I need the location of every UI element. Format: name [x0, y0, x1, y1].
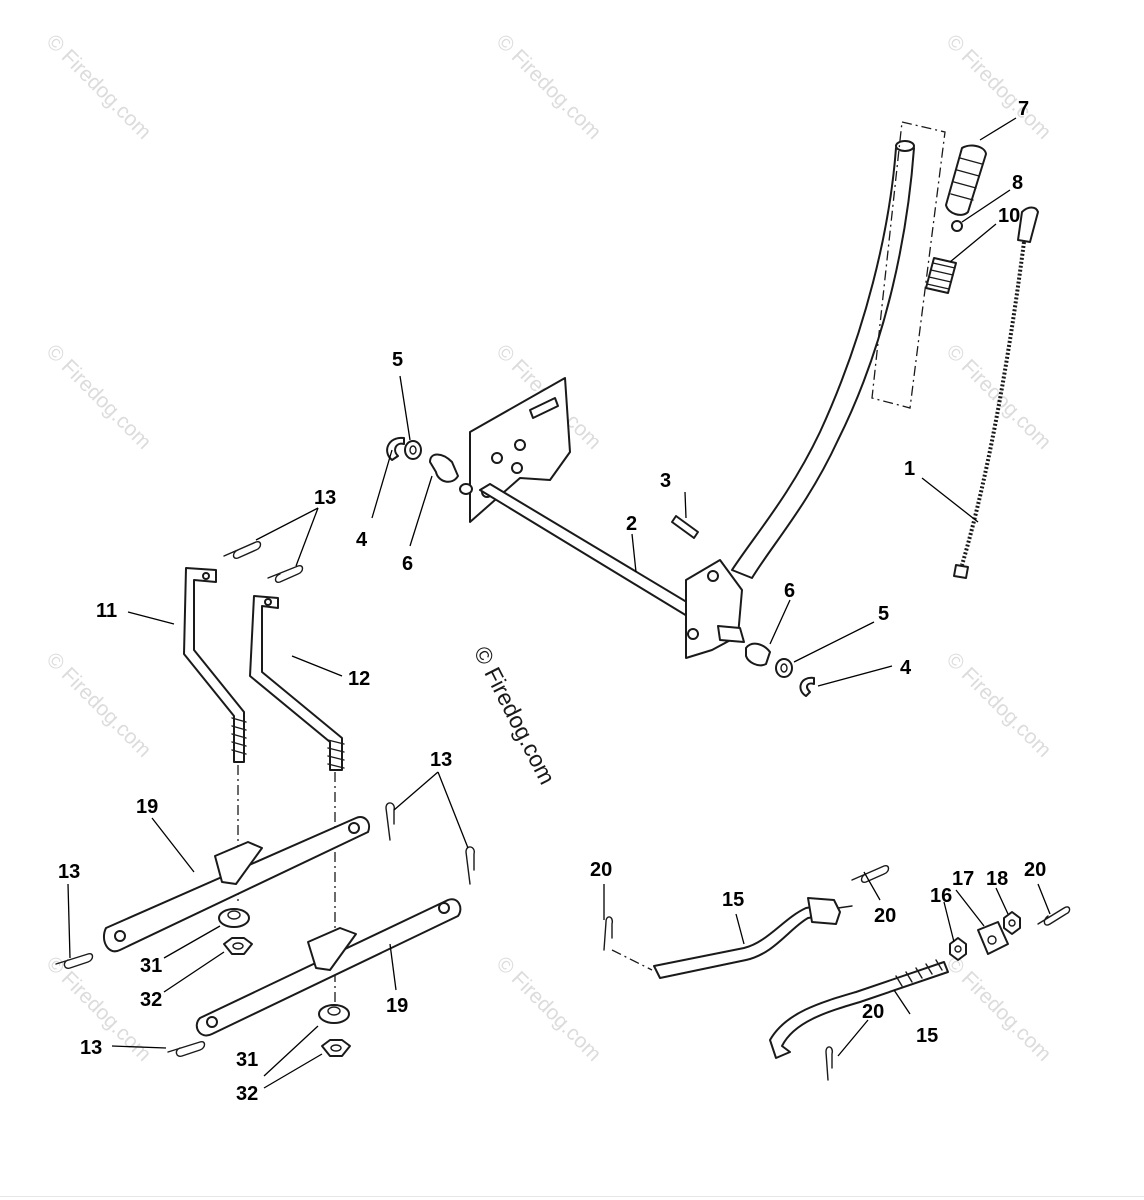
mounting-plate	[469, 377, 571, 523]
callout-label: 31	[140, 955, 162, 977]
bushing	[429, 453, 459, 483]
callout-label: 13	[80, 1037, 102, 1059]
callout-label: 20	[590, 859, 612, 881]
hair-pin	[851, 864, 890, 884]
callout-label: 5	[878, 603, 889, 625]
hair-pin	[385, 802, 395, 841]
hair-pin	[223, 540, 262, 560]
callout-label: 6	[402, 553, 413, 575]
lift-arm-upper	[102, 816, 370, 953]
lift-handle	[731, 121, 946, 579]
callout-label: 7	[1018, 98, 1029, 120]
callout-label: 20	[874, 905, 896, 927]
nut	[1003, 911, 1021, 935]
hair-pin	[55, 952, 94, 970]
callout-label: 2	[626, 513, 637, 535]
callout-label: 8	[1012, 172, 1023, 194]
callout-label: 32	[140, 989, 162, 1011]
right-bracket	[685, 559, 745, 659]
callout-label: 13	[58, 861, 80, 883]
callout-label: 17	[952, 868, 974, 890]
washer	[404, 440, 422, 460]
callout-label: 19	[386, 995, 408, 1017]
callout-label: 13	[430, 749, 452, 771]
callout-label: 4	[356, 529, 368, 551]
lift-link-11	[183, 567, 247, 763]
callout-label: 15	[722, 889, 744, 911]
hair-pin	[1037, 906, 1071, 926]
roll-pin	[671, 515, 699, 539]
callout-labels: 7 8 10 1 2 3 5 4 6 6 5 4 13 11 12 13 19 …	[58, 98, 1046, 1105]
callout-label: 31	[236, 1049, 258, 1071]
nut	[223, 937, 253, 955]
hair-pin	[465, 846, 475, 885]
callout-label: 15	[916, 1025, 938, 1047]
callout-label: 5	[392, 349, 403, 371]
grip-outline	[871, 121, 946, 409]
adjustment-block	[977, 921, 1009, 955]
callout-label: 13	[314, 487, 336, 509]
callout-label: 20	[1024, 859, 1046, 881]
hair-pin	[825, 1046, 834, 1081]
retaining-clip	[386, 436, 405, 461]
adjustment-rod-upper	[653, 897, 853, 979]
callout-label: 6	[784, 580, 795, 602]
hair-pin	[167, 1040, 206, 1058]
callout-label: 32	[236, 1083, 258, 1105]
hair-pin	[267, 564, 304, 584]
callout-label: 4	[900, 657, 912, 679]
handle-grip	[945, 144, 987, 216]
washer	[775, 658, 793, 678]
spacer	[218, 908, 250, 928]
hair-pin	[603, 916, 614, 951]
callout-label: 18	[986, 868, 1008, 890]
callout-label: 20	[862, 1001, 884, 1023]
retaining-clip	[799, 676, 815, 697]
nut	[321, 1039, 351, 1057]
callout-label: 3	[660, 470, 671, 492]
lift-arm-lower	[195, 898, 462, 1037]
spring	[925, 257, 957, 294]
lift-cable	[953, 206, 1039, 579]
spacer	[318, 1004, 350, 1024]
callout-label: 10	[998, 205, 1020, 227]
adjustment-rod-lower	[769, 959, 949, 1059]
bushing	[745, 642, 771, 667]
callout-label: 19	[136, 796, 158, 818]
button	[951, 220, 963, 232]
callout-label: 12	[348, 668, 370, 690]
leader-lines	[67, 117, 1051, 1089]
callout-label: 1	[904, 458, 915, 480]
footer-divider	[0, 1196, 1144, 1197]
callout-label: 11	[96, 600, 117, 622]
nut	[949, 937, 967, 961]
lift-link-12	[249, 595, 345, 771]
callout-label: 16	[930, 885, 952, 907]
